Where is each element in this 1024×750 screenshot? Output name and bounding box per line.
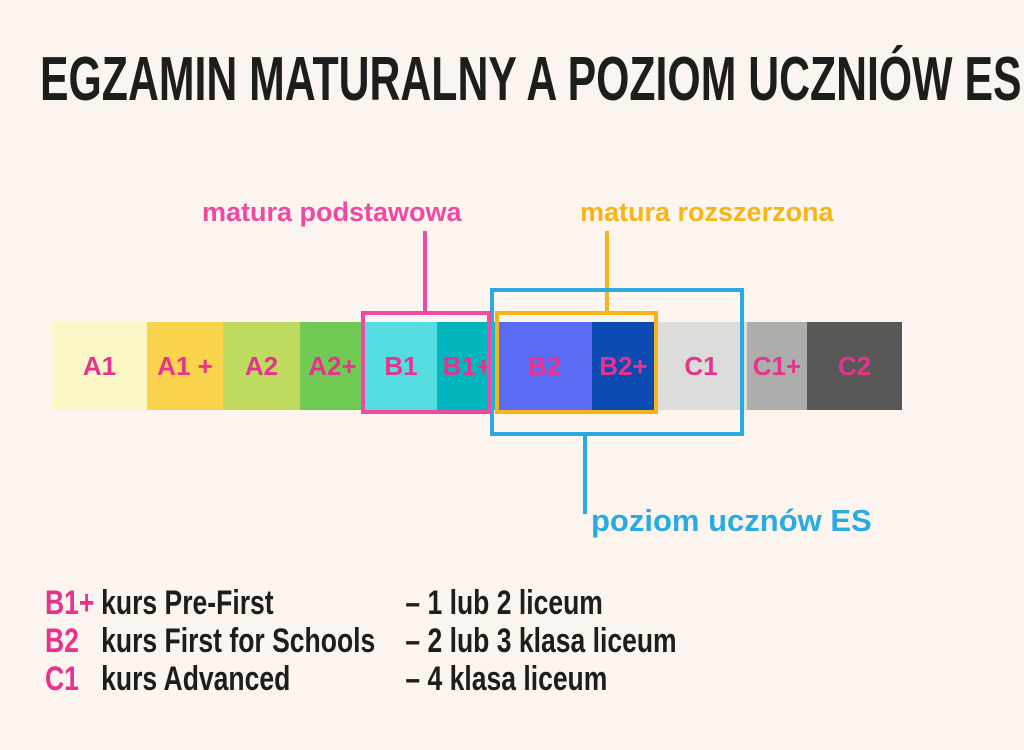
bar-segment-label: C1 <box>684 350 718 381</box>
cefr-level-bar: A1 A1 + A2 A2+ B1 B1+ B2 B2+ C1 C1+ C2 <box>52 322 902 410</box>
legend-level-label: B2 <box>45 622 79 660</box>
bar-segment-label: C1+ <box>752 350 802 381</box>
bar-segment-label: C2 <box>837 350 872 381</box>
bar-segment-c1+: C1+ <box>747 322 807 410</box>
bar-segment-a2+: A2+ <box>300 322 365 410</box>
bar-segment-label: A2 <box>244 350 279 381</box>
bar-segment-b1: B1 <box>365 322 437 410</box>
label-matura-rozszerzona: matura rozszerzona <box>580 197 834 227</box>
bar-segment-label: A1 + <box>157 350 213 381</box>
bar-segment-label: A2+ <box>308 350 357 381</box>
legend-course-label: kurs Pre-First <box>101 584 274 622</box>
bar-segment-c2: C2 <box>807 322 902 410</box>
connector-line-matura-rozszerzona <box>605 231 609 313</box>
connector-line-matura-podstawowa <box>423 231 427 313</box>
bar-segment-label: B2+ <box>599 350 648 381</box>
legend-row-c1: C1 kurs Advanced – 4 klasa liceum <box>45 660 677 698</box>
legend-note-label: – 2 lub 3 klasa liceum <box>405 622 677 660</box>
highlight-box-matura-rozszerzona <box>495 311 658 414</box>
legend-note-label: – 4 klasa liceum <box>405 660 608 698</box>
highlight-box-matura-podstawowa <box>361 311 491 414</box>
bar-segment-label: B1+ <box>442 350 492 381</box>
legend-note-label: – 1 lub 2 liceum <box>405 584 603 622</box>
legend-course-label: kurs First for Schools <box>101 622 376 660</box>
legend-level-label: B1+ <box>45 584 95 622</box>
legend-level-label: C1 <box>45 660 79 698</box>
bar-segment-a1: A1 <box>52 322 147 410</box>
bar-segment-c1: C1 <box>655 322 747 410</box>
legend-course-label: kurs Advanced <box>101 660 291 698</box>
highlight-box-poziom-ucznow <box>490 288 744 436</box>
bar-segment-label: A1 <box>82 350 117 381</box>
legend-row-b2: B2 kurs First for Schools – 2 lub 3 klasa … <box>45 622 677 660</box>
page-title: EGZAMIN MATURALNY A POZIOM UCZNIÓW ES <box>40 45 1022 114</box>
legend-row-b1+: B1+kurs Pre-First – 1 lub 2 liceum <box>45 584 677 622</box>
connector-line-poziom-ucznow <box>583 434 587 514</box>
label-poziom-ucznow-es: poziom ucznów ES <box>591 503 872 538</box>
bar-segment-label: B2 <box>527 350 562 381</box>
bar-segment-b2: B2 <box>497 322 592 410</box>
bar-segment-b2+: B2+ <box>592 322 655 410</box>
bar-segment-label: B1 <box>384 350 418 381</box>
label-matura-podstawowa: matura podstawowa <box>202 197 462 227</box>
bar-segment-a1+: A1 + <box>147 322 223 410</box>
bar-segment-a2: A2 <box>223 322 300 410</box>
